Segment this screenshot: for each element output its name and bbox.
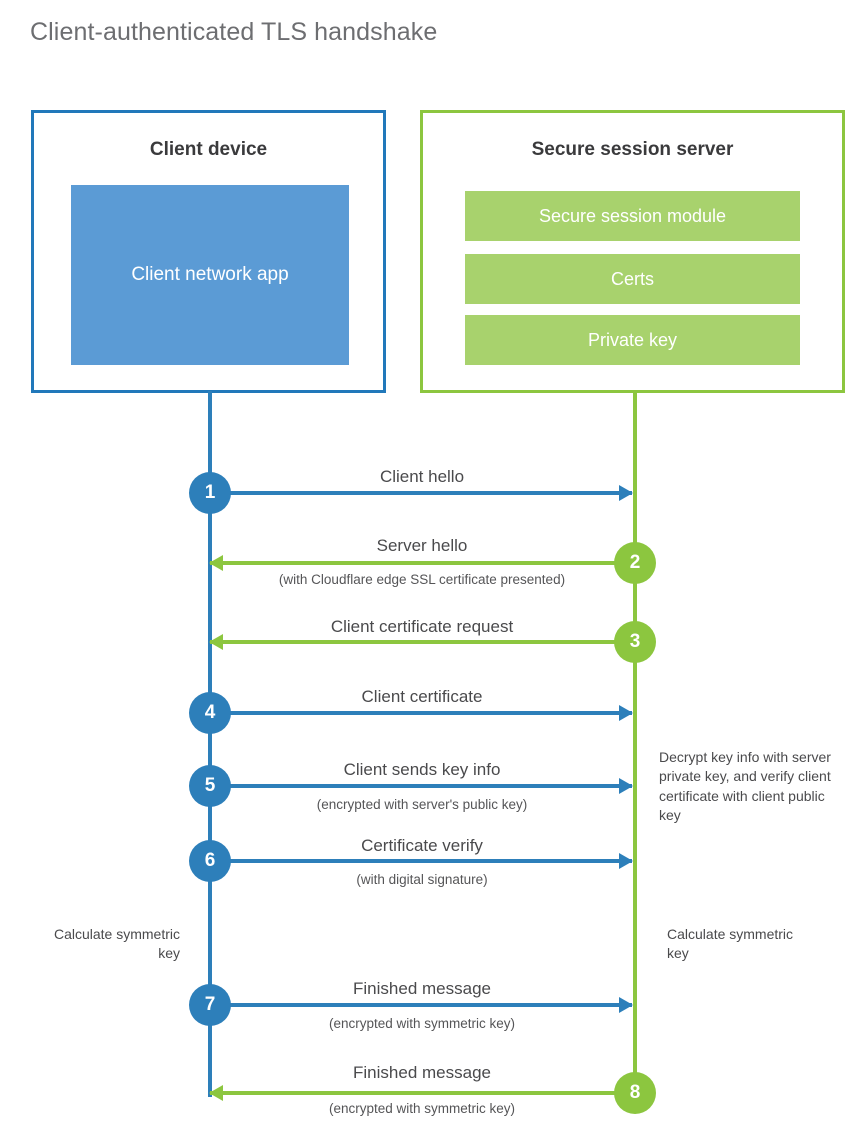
step-4-label: Client certificate — [361, 687, 483, 706]
arrow-left-icon — [209, 634, 223, 650]
step-3-circle[interactable]: 3 — [614, 621, 656, 663]
arrow-right-icon — [619, 705, 633, 721]
step-8-circle[interactable]: 8 — [614, 1072, 656, 1114]
step-7-sublabel: (encrypted with symmetric key) — [328, 1016, 516, 1031]
arrow-left-icon — [209, 1085, 223, 1101]
step-2-sublabel: (with Cloudflare edge SSL certificate pr… — [278, 572, 566, 587]
step-8-label: Finished message — [353, 1063, 491, 1082]
server-calculate-symmetric-key-annotation: Calculate symmetric key — [667, 926, 794, 962]
server-decrypt-annotation: Decrypt key info with server private key… — [659, 749, 831, 823]
page-title: Client-authenticated TLS handshake — [30, 18, 438, 46]
step-6-arrow — [210, 853, 633, 869]
server-lifeline — [633, 391, 637, 1093]
step-3-label: Client certificate request — [330, 617, 514, 636]
step-2-circle[interactable]: 2 — [614, 542, 656, 584]
step-1-label: Client hello — [379, 467, 465, 486]
step-7-label: Finished message — [353, 979, 491, 998]
arrow-right-icon — [619, 997, 633, 1013]
step-8-arrow — [209, 1085, 634, 1101]
step-1-arrow — [210, 485, 633, 501]
step-7-arrow — [210, 997, 633, 1013]
step-1-circle[interactable]: 1 — [189, 472, 231, 514]
step-6-circle[interactable]: 6 — [189, 840, 231, 882]
step-5-sublabel: (encrypted with server's public key) — [316, 797, 528, 812]
secure-session-server-box: Secure session server Secure session mod… — [420, 110, 845, 393]
step-5-label: Client sends key info — [343, 760, 501, 779]
server-block-secure-session-module: Secure session module — [465, 191, 800, 241]
arrow-right-icon — [619, 853, 633, 869]
client-lifeline — [208, 391, 212, 1097]
secure-session-server-title: Secure session server — [531, 139, 734, 160]
step-4-circle[interactable]: 4 — [189, 692, 231, 734]
step-5-arrow — [210, 778, 633, 794]
step-2-arrow — [209, 555, 634, 571]
step-6-sublabel: (with digital signature) — [356, 872, 488, 887]
client-network-app-block: Client network app — [71, 185, 349, 365]
step-7-circle[interactable]: 7 — [189, 984, 231, 1026]
step-8-sublabel: (encrypted with symmetric key) — [328, 1101, 516, 1116]
step-2-label: Server hello — [376, 536, 468, 555]
arrow-right-icon — [619, 485, 633, 501]
arrow-left-icon — [209, 555, 223, 571]
client-device-title: Client device — [149, 139, 268, 160]
step-5-circle[interactable]: 5 — [189, 765, 231, 807]
server-block-certs: Certs — [465, 254, 800, 304]
step-6-label: Certificate verify — [361, 836, 483, 855]
client-device-box: Client device Client network app — [31, 110, 386, 393]
step-3-arrow — [209, 634, 634, 650]
client-calculate-symmetric-key-annotation: Calculate symmetric key — [53, 926, 180, 962]
server-block-private-key: Private key — [465, 315, 800, 365]
step-4-arrow — [210, 705, 633, 721]
arrow-right-icon — [619, 778, 633, 794]
